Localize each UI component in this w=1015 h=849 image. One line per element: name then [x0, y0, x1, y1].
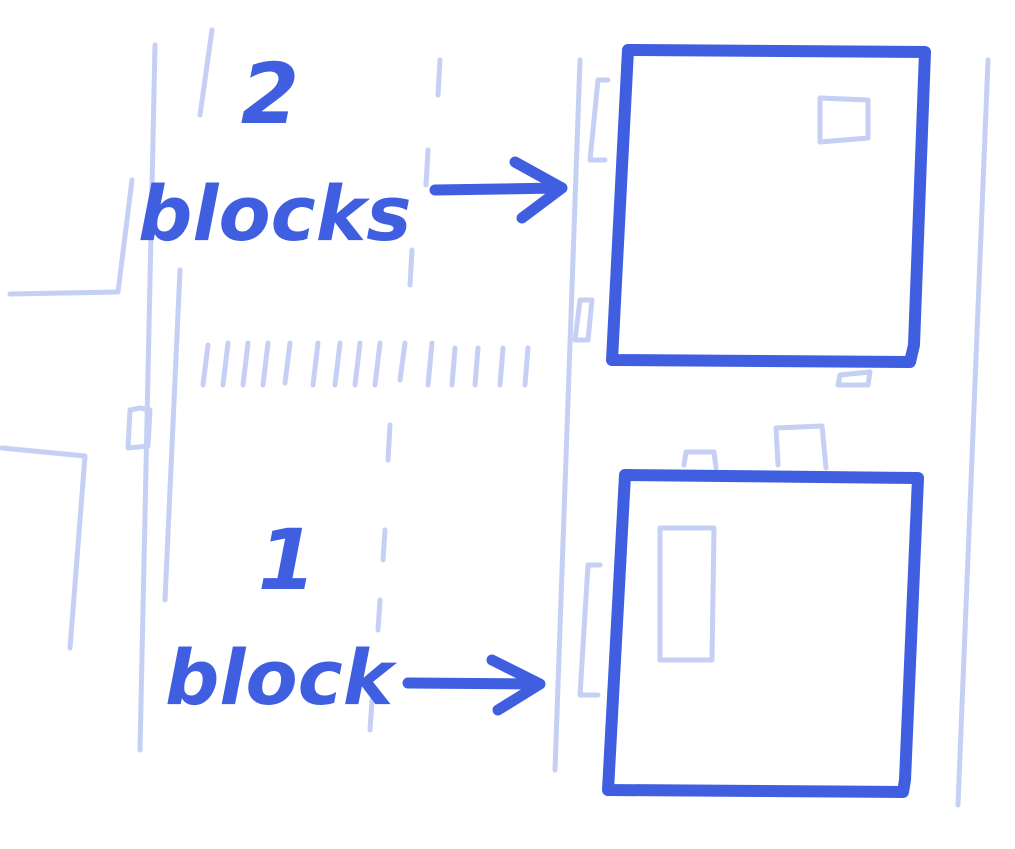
crosswalk-stripe	[352, 340, 363, 388]
car-shape	[587, 77, 611, 163]
lane-dash-6	[375, 597, 383, 633]
car-shape	[657, 525, 717, 663]
street-edge-left	[137, 42, 158, 753]
block-count-near: 1	[257, 511, 317, 609]
crosswalk-stripe	[282, 340, 293, 386]
background-streets	[0, 27, 991, 808]
arrow-lower-shaft	[402, 677, 544, 690]
crosswalk-stripe	[449, 345, 458, 388]
lane-dash-2	[423, 147, 431, 188]
arrow-upper-head	[509, 156, 568, 224]
car-shape	[835, 369, 873, 388]
lane-dash-4	[385, 422, 393, 463]
street-edge-left-2	[197, 27, 215, 118]
crosswalk-stripe	[425, 340, 435, 388]
block-unit-near: block	[165, 633, 394, 722]
block-bottom-outline	[602, 469, 924, 798]
street-edge-lower	[0, 445, 88, 651]
crosswalk-stripe	[472, 345, 481, 388]
curb-line-1	[552, 57, 583, 773]
crosswalk-stripe	[260, 340, 271, 388]
lane-dash-7	[367, 697, 375, 733]
road-edge-mid	[162, 267, 183, 603]
car-shape	[773, 423, 829, 471]
car-shape	[125, 405, 153, 451]
crosswalk-stripe	[397, 340, 408, 383]
car-shape	[577, 562, 603, 698]
car-shape	[572, 297, 595, 343]
crosswalk-stripe	[310, 340, 321, 388]
lane-dash-5	[380, 527, 388, 563]
crosswalk-stripe	[220, 340, 231, 388]
crosswalk-stripe	[200, 342, 211, 388]
car-shape	[681, 449, 719, 471]
block-top-outline	[606, 44, 931, 368]
crosswalk-stripe	[372, 340, 383, 388]
arrow-upper-shaft	[429, 182, 566, 196]
curb-line-2	[955, 57, 991, 808]
car-shape	[817, 95, 871, 145]
block-count-far: 2	[240, 45, 300, 143]
foreground-drawing	[402, 44, 931, 798]
crosswalk-stripe	[522, 345, 531, 388]
lane-dash-1	[435, 57, 443, 98]
crosswalk-stripe	[240, 340, 251, 388]
arrow-lower-head	[486, 654, 546, 716]
street-edge-upper	[7, 177, 135, 297]
lane-dash-3	[407, 247, 415, 288]
crosswalk-stripe	[332, 340, 343, 388]
crosswalk-stripe	[497, 345, 506, 388]
block-unit-far: blocks	[138, 169, 412, 258]
